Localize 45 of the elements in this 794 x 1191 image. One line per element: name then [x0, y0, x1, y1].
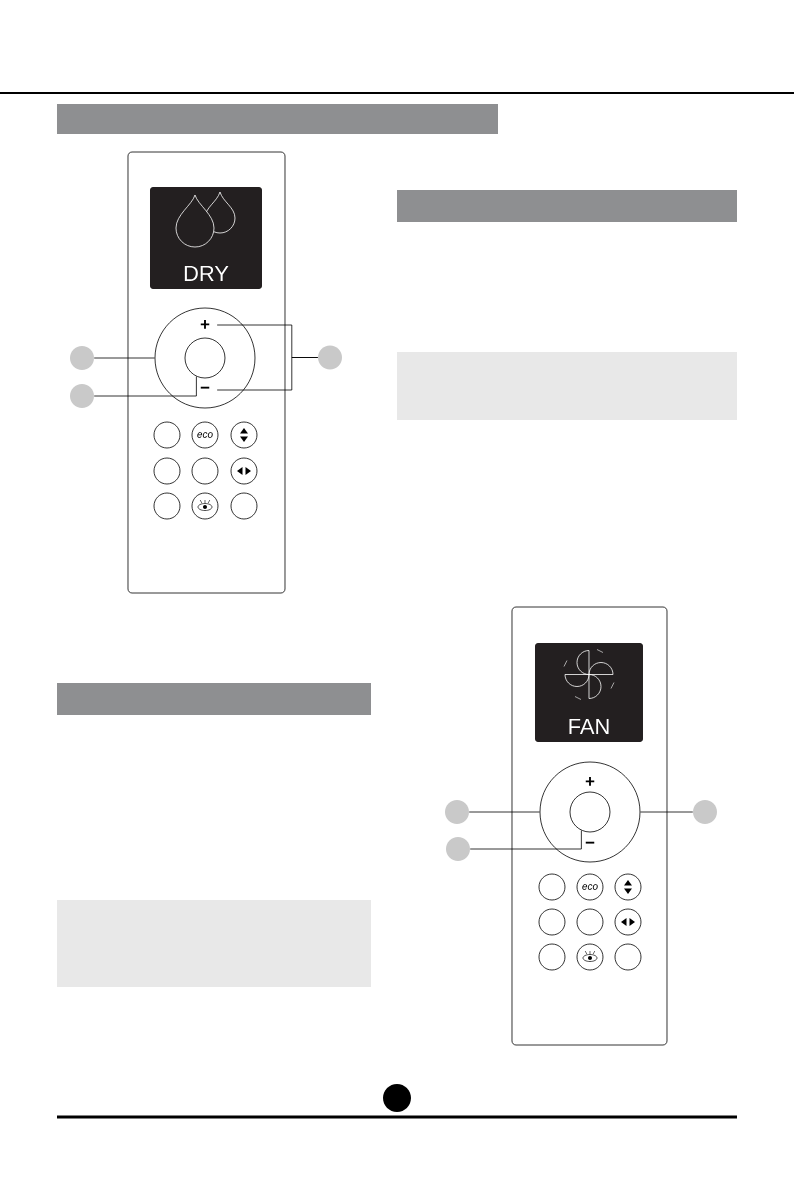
dial-ring — [154, 307, 256, 409]
callout-circle — [70, 346, 94, 370]
remote-button — [153, 492, 181, 520]
remote-button — [191, 492, 219, 520]
callout-circle — [446, 837, 470, 861]
remote-button — [153, 421, 181, 449]
remote-button: eco — [191, 421, 219, 449]
section-header-bar — [57, 683, 371, 715]
remote-button — [614, 873, 642, 901]
leader-line — [93, 357, 155, 359]
leader-line — [216, 357, 319, 391]
center-button — [184, 337, 226, 379]
section-header-bar — [57, 104, 498, 134]
remote-button — [230, 421, 258, 449]
display-screen: FAN — [535, 643, 643, 742]
remote-control — [127, 151, 286, 594]
remote-button — [230, 457, 258, 485]
leader-line — [93, 376, 197, 397]
button-symbol: + — [585, 777, 595, 786]
remote-button — [576, 943, 604, 971]
display-screen: DRY — [150, 187, 262, 289]
remote-button — [191, 457, 219, 485]
callout-circle — [70, 384, 94, 408]
leader-line — [469, 830, 582, 850]
remote-button: eco — [576, 873, 604, 901]
dial-ring — [539, 761, 641, 863]
remote-button — [614, 943, 642, 971]
leader-line — [640, 811, 694, 813]
remote-button — [538, 943, 566, 971]
section-header-bar — [397, 190, 737, 222]
remote-button — [614, 908, 642, 936]
button-symbol: + — [200, 320, 210, 329]
remote-button — [153, 457, 181, 485]
button-symbol: − — [200, 386, 210, 389]
remote-control — [511, 606, 668, 1046]
remote-button — [538, 908, 566, 936]
button-symbol: − — [585, 841, 595, 844]
callout-circle — [693, 800, 717, 824]
callout-circle — [318, 345, 342, 370]
remote-button — [538, 873, 566, 901]
callout-circle — [445, 800, 469, 824]
remote-button — [230, 492, 258, 520]
leader-line — [468, 811, 540, 813]
center-button — [569, 791, 611, 833]
remote-button — [576, 908, 604, 936]
